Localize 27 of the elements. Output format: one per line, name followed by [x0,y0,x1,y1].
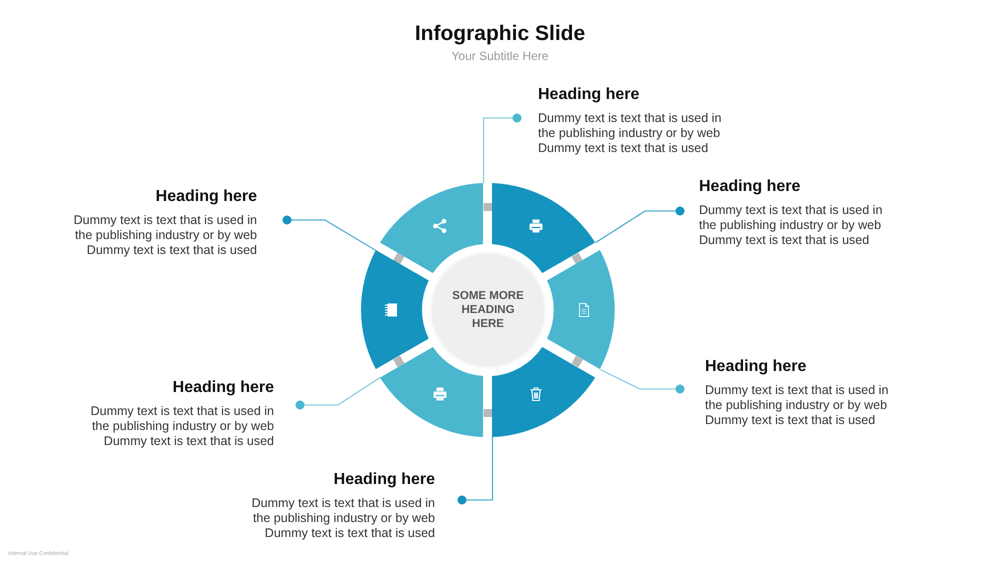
leader-line [595,206,684,244]
leader-line [600,369,684,394]
heading: Heading here [172,378,274,398]
body-text: Dummy text is text that is used in the publishing industry or by web Dummy text is text that is used [699,202,884,248]
ring-segment [361,250,429,370]
leader-line [458,436,494,504]
ring-segment [492,183,596,274]
body-text: Dummy text is text that is used in the publishing industry or by web Dummy text is text that is used [90,404,274,448]
body-text: Dummy text is text that is used in the publishing industry or by web Dummy text is text that is used [72,212,257,258]
leader-line [282,216,376,251]
heading: Heading here [705,357,806,377]
title: Infographic Slide [414,22,586,46]
ring-segment [492,346,596,437]
heading: Heading here [156,187,257,207]
heading: Heading here [699,177,800,197]
body-text: Dummy text is text that is used in the publishing industry or by web Dummy text is text that is used [705,382,890,428]
body-text: Dummy text is text that is used in the publishing industry or by web Dummy text is text that is used [538,110,722,156]
ring-segment [380,183,484,274]
ring-segment [547,250,615,370]
leader-line [482,114,522,184]
heading: Heading here [538,85,640,105]
body-text: Dummy text is text that is used in the publishing industry or by web Dummy text is text that is used [250,496,435,540]
subtitle: Your Subtitle Here [452,49,548,63]
center-heading: SOME MORE HEADING HERE [451,289,525,331]
heading: Heading here [334,470,435,490]
ring-segment [380,346,484,437]
leader-line [296,376,381,410]
